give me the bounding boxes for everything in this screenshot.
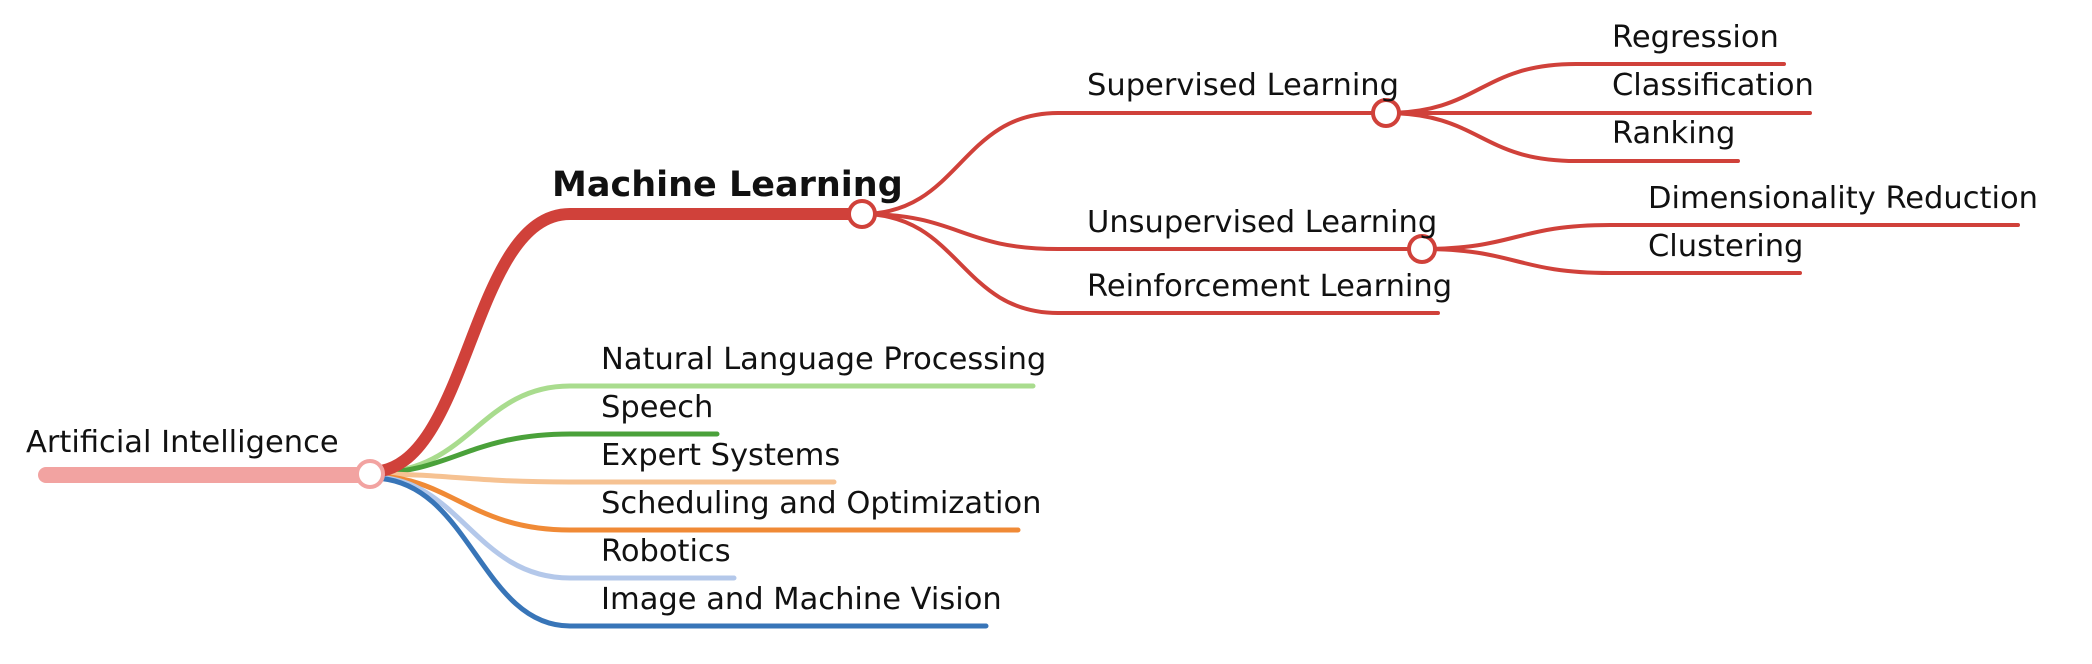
reinforcement-link [860,212,1440,315]
speech-link [369,431,720,476]
root-label: Artificial Intelligence [26,425,339,460]
dimensionality-reduction-label: Dimensionality Reduction [1648,181,2038,216]
scheduling-label: Scheduling and Optimization [601,486,1041,521]
expert-link [369,471,837,485]
machine-learning-link [366,208,868,478]
supervised-label: Supervised Learning [1087,68,1399,103]
regression-link [1384,62,1786,115]
unsupervised-collapse-knob[interactable] [1407,234,1437,264]
dimensionality-reduction-link [1420,223,2020,251]
machine-learning-label: Machine Learning [552,165,903,205]
supervised-collapse-knob[interactable] [1371,98,1401,128]
speech-label: Speech [601,390,713,425]
expert-systems-label: Expert Systems [601,438,840,473]
clustering-link [1420,247,1802,275]
vision-link [369,475,989,629]
unsupervised-link [860,212,1424,251]
ranking-label: Ranking [1612,116,1735,151]
vision-label: Image and Machine Vision [601,582,1002,617]
robotics-label: Robotics [601,534,731,569]
nlp-label: Natural Language Processing [601,342,1046,377]
unsupervised-label: Unsupervised Learning [1087,205,1437,240]
supervised-link [860,111,1388,216]
root-collapse-knob[interactable] [355,459,385,489]
reinforcement-label: Reinforcement Learning [1087,269,1452,304]
regression-label: Regression [1612,20,1779,55]
ranking-link [1384,111,1740,163]
classification-label: Classification [1612,68,1814,103]
clustering-label: Clustering [1648,229,1803,264]
machine-learning-collapse-knob[interactable] [847,199,877,229]
